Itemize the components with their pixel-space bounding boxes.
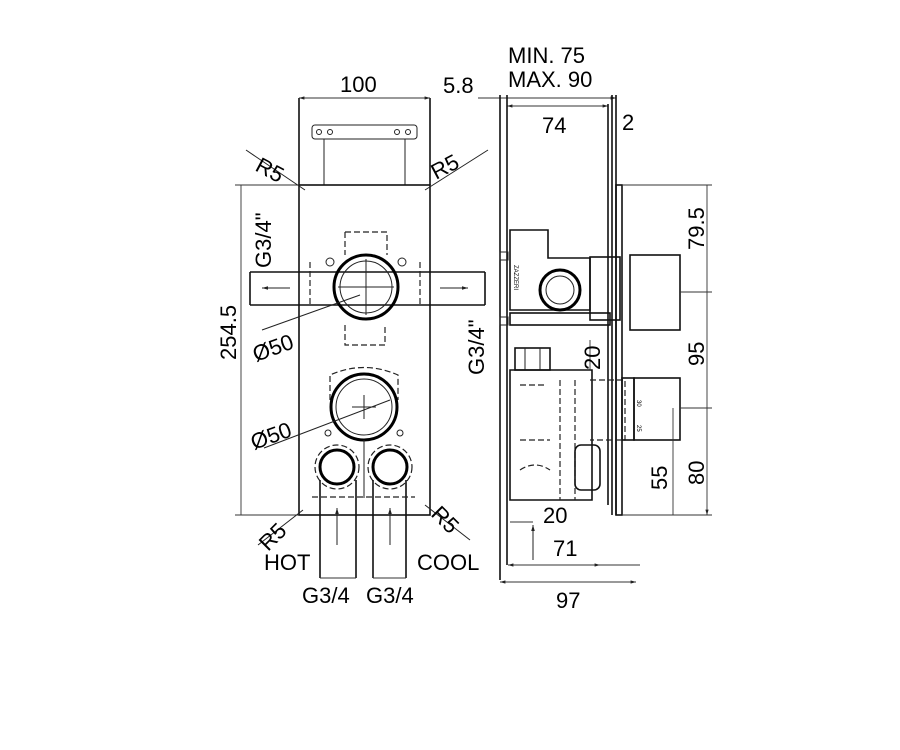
width-label: 100 <box>340 72 377 97</box>
cover-thickness-label: 2 <box>622 110 634 135</box>
lower-axis-80-label: 80 <box>684 461 709 485</box>
cover-plate <box>615 184 623 516</box>
inlet-hot-label: G3/4 <box>302 583 350 608</box>
inlet-cool-label: G3/4 <box>366 583 414 608</box>
upper-knob <box>629 254 681 331</box>
axis-spacing-label: 95 <box>684 342 709 366</box>
lower-thermostat <box>314 366 413 498</box>
bracket-guides <box>298 98 431 185</box>
lower-knob <box>633 377 681 441</box>
upper-valve-body: ZAZZERI <box>499 229 621 326</box>
lower-axis-55-label: 55 <box>647 466 672 490</box>
mounting-plate <box>298 184 431 516</box>
top-to-upper-axis-label: 79.5 <box>684 207 709 250</box>
total-depth-label: 97 <box>556 588 580 613</box>
mounting-bracket <box>311 124 418 185</box>
knob-mark-2: 25 <box>635 425 641 432</box>
max-depth-label: MAX. 90 <box>508 67 592 92</box>
upper-diameter-label: Ø50 <box>249 329 297 367</box>
front-view: 100 R5 R5 R5 R5 254.5 G3/4" G3/4" <box>216 72 489 608</box>
knob-mark-1: 30 <box>635 400 641 407</box>
body-depth-label: 74 <box>542 113 566 138</box>
hot-label: HOT <box>264 550 310 575</box>
bottom-offset-label: 20 <box>543 503 567 528</box>
plate-profile <box>499 95 617 580</box>
inlet-pipes <box>319 480 407 578</box>
upper-diverter <box>309 231 421 346</box>
radius-bottom-right: R5 <box>426 501 464 539</box>
plate-corner-lines <box>235 184 299 516</box>
pipe-offset-label: 20 <box>580 346 605 370</box>
cool-label: COOL <box>417 550 479 575</box>
side-view: MIN. 75 MAX. 90 5.8 74 2 ZAZZERI <box>443 43 712 613</box>
side-outlet-right-label: G3/4" <box>464 319 489 375</box>
lower-valve-body: 30 25 <box>509 347 641 501</box>
min-depth-label: MIN. 75 <box>508 43 585 68</box>
side-outlet-left-label: G3/4" <box>251 212 276 268</box>
plate-thickness-label: 5.8 <box>443 73 474 98</box>
lower-diameter-label: Ø50 <box>247 417 295 455</box>
brand-label: ZAZZERI <box>512 265 518 290</box>
inlet-depth-label: 71 <box>553 536 577 561</box>
height-label: 254.5 <box>216 305 241 360</box>
side-outlet-band <box>249 271 486 306</box>
radius-top-right: R5 <box>427 149 464 184</box>
